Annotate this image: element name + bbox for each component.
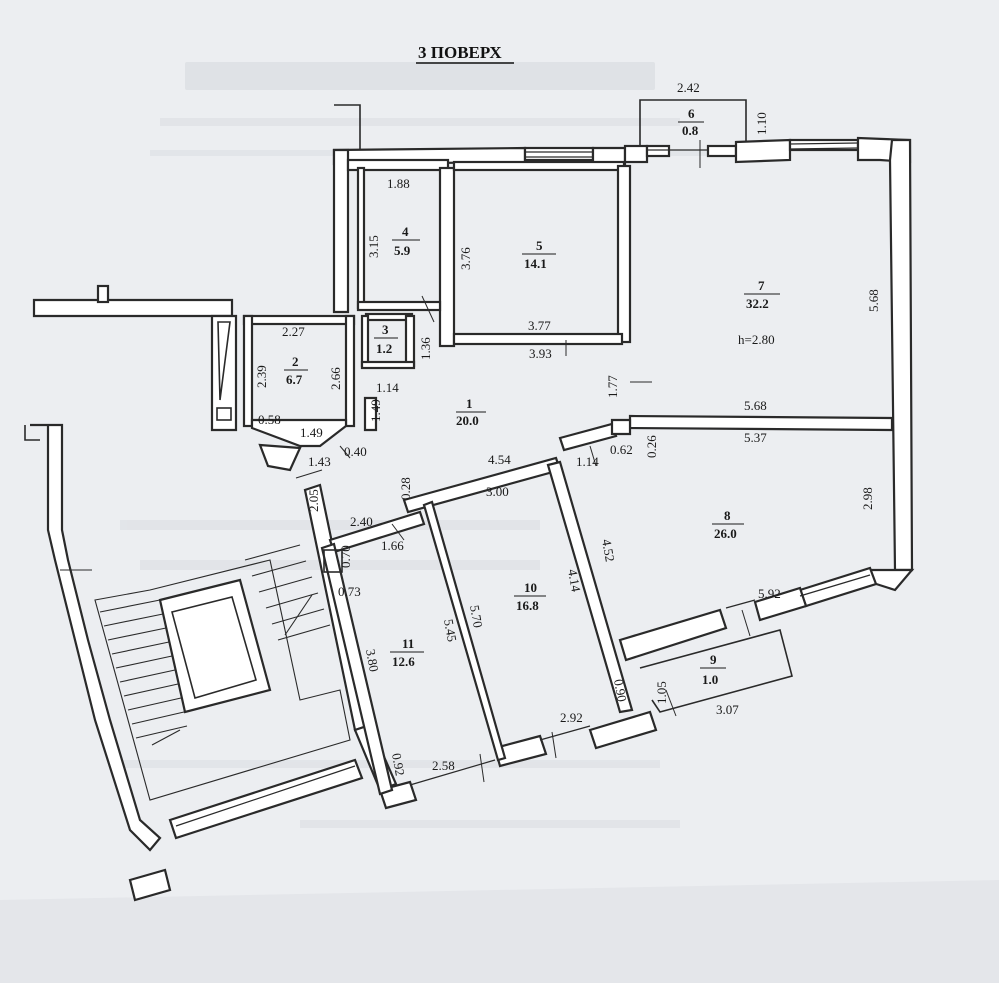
room-8-label: 8 26.0 bbox=[712, 508, 744, 541]
svg-text:1.0: 1.0 bbox=[702, 672, 718, 687]
dim-0-90: 0.90 bbox=[611, 678, 630, 703]
room-6-label: 6 0.8 bbox=[678, 106, 704, 138]
dim-1-10: 1.10 bbox=[754, 112, 769, 135]
dim-1-14-b: 1.14 bbox=[576, 454, 599, 469]
dim-3-80: 3.80 bbox=[363, 648, 382, 673]
svg-text:6: 6 bbox=[688, 106, 695, 121]
dim-0-58: 0.58 bbox=[258, 412, 281, 427]
dim-2-98: 2.98 bbox=[860, 487, 875, 510]
dim-2-66: 2.66 bbox=[328, 367, 343, 390]
dim-3-77: 3.77 bbox=[528, 318, 551, 333]
dim-3-00: 3.00 bbox=[486, 484, 509, 499]
dim-1-49-b: 1.49 bbox=[300, 425, 323, 440]
floor-title: 3 ПОВЕРХ bbox=[418, 43, 502, 62]
dimension-labels: 2.42 1.10 1.88 3.15 3.76 5.68 2.27 3.77 … bbox=[254, 80, 881, 777]
dim-5-68-right: 5.68 bbox=[866, 289, 881, 312]
dim-0-26: 0.26 bbox=[644, 435, 659, 458]
svg-text:32.2: 32.2 bbox=[746, 296, 769, 311]
room-7-label: 7 32.2 bbox=[744, 278, 780, 311]
dim-2-92: 2.92 bbox=[560, 710, 583, 725]
svg-text:4: 4 bbox=[402, 224, 409, 239]
svg-text:1: 1 bbox=[466, 396, 473, 411]
dim-1-36: 1.36 bbox=[418, 337, 433, 360]
dim-1-77: 1.77 bbox=[605, 375, 620, 398]
staircase bbox=[60, 544, 351, 801]
svg-text:20.0: 20.0 bbox=[456, 413, 479, 428]
dim-2-27: 2.27 bbox=[282, 324, 305, 339]
room-labels: 1 20.0 2 6.7 3 1.2 4 5.9 5 14.1 bbox=[284, 106, 780, 687]
svg-text:7: 7 bbox=[758, 278, 765, 293]
svg-text:16.8: 16.8 bbox=[516, 598, 539, 613]
room-4-label: 4 5.9 bbox=[392, 224, 420, 258]
svg-text:12.6: 12.6 bbox=[392, 654, 415, 669]
room-10-label: 10 16.8 bbox=[514, 580, 546, 613]
dim-4-52: 4.52 bbox=[599, 538, 618, 563]
svg-text:26.0: 26.0 bbox=[714, 526, 737, 541]
dim-1-88: 1.88 bbox=[387, 176, 410, 191]
dimension-ticks bbox=[295, 140, 751, 783]
svg-text:5: 5 bbox=[536, 238, 543, 253]
dim-5-92: 5.92 bbox=[758, 586, 781, 601]
paper-shadow bbox=[0, 880, 999, 983]
room-3-label: 3 1.2 bbox=[374, 322, 398, 356]
dim-0-70: 0.70 bbox=[338, 545, 353, 568]
svg-text:3: 3 bbox=[382, 322, 389, 337]
dim-5-37: 5.37 bbox=[744, 430, 767, 445]
svg-text:9: 9 bbox=[710, 652, 717, 667]
dim-2-05: 2.05 bbox=[306, 489, 321, 512]
dim-5-45: 5.45 bbox=[441, 618, 460, 643]
dim-4-54: 4.54 bbox=[488, 452, 511, 467]
svg-text:11: 11 bbox=[402, 636, 414, 651]
svg-text:14.1: 14.1 bbox=[524, 256, 547, 271]
dim-2-58: 2.58 bbox=[432, 758, 455, 773]
dim-3-93: 3.93 bbox=[529, 346, 552, 361]
dim-2-39: 2.39 bbox=[254, 365, 269, 388]
dim-3-76: 3.76 bbox=[458, 247, 473, 270]
dim-5-70: 5.70 bbox=[467, 604, 486, 629]
dim-1-14-a: 1.14 bbox=[376, 380, 399, 395]
dim-0-40: 0.40 bbox=[344, 444, 367, 459]
svg-text:5.9: 5.9 bbox=[394, 243, 411, 258]
windows bbox=[175, 142, 871, 827]
dim-2-40: 2.40 bbox=[350, 514, 373, 529]
room-11-label: 11 12.6 bbox=[390, 636, 424, 669]
dim-1-05: 1.05 bbox=[654, 681, 669, 704]
dim-4-14: 4.14 bbox=[565, 568, 584, 594]
svg-text:0.8: 0.8 bbox=[682, 123, 699, 138]
dim-3-15: 3.15 bbox=[366, 235, 381, 258]
dim-1-49-a: 1.49 bbox=[368, 399, 383, 422]
svg-text:10: 10 bbox=[524, 580, 537, 595]
dim-0-92: 0.92 bbox=[389, 752, 408, 777]
room-2-label: 2 6.7 bbox=[284, 354, 308, 387]
dim-2-42: 2.42 bbox=[677, 80, 700, 95]
svg-text:6.7: 6.7 bbox=[286, 372, 303, 387]
ceiling-height: h=2.80 bbox=[738, 332, 775, 347]
dim-1-43: 1.43 bbox=[308, 454, 331, 469]
dim-0-28: 0.28 bbox=[398, 477, 413, 500]
room-5-label: 5 14.1 bbox=[522, 238, 556, 271]
room-1-label: 1 20.0 bbox=[456, 396, 486, 428]
svg-text:1.2: 1.2 bbox=[376, 341, 392, 356]
interior-walls bbox=[210, 99, 894, 796]
dim-0-73: 0.73 bbox=[338, 584, 361, 599]
room-9-label: 9 1.0 bbox=[700, 652, 726, 687]
dim-0-62: 0.62 bbox=[610, 442, 633, 457]
svg-text:8: 8 bbox=[724, 508, 731, 523]
dim-5-68-bottom: 5.68 bbox=[744, 398, 767, 413]
svg-text:2: 2 bbox=[292, 354, 299, 369]
dim-3-07: 3.07 bbox=[716, 702, 739, 717]
dim-1-66: 1.66 bbox=[381, 538, 404, 553]
